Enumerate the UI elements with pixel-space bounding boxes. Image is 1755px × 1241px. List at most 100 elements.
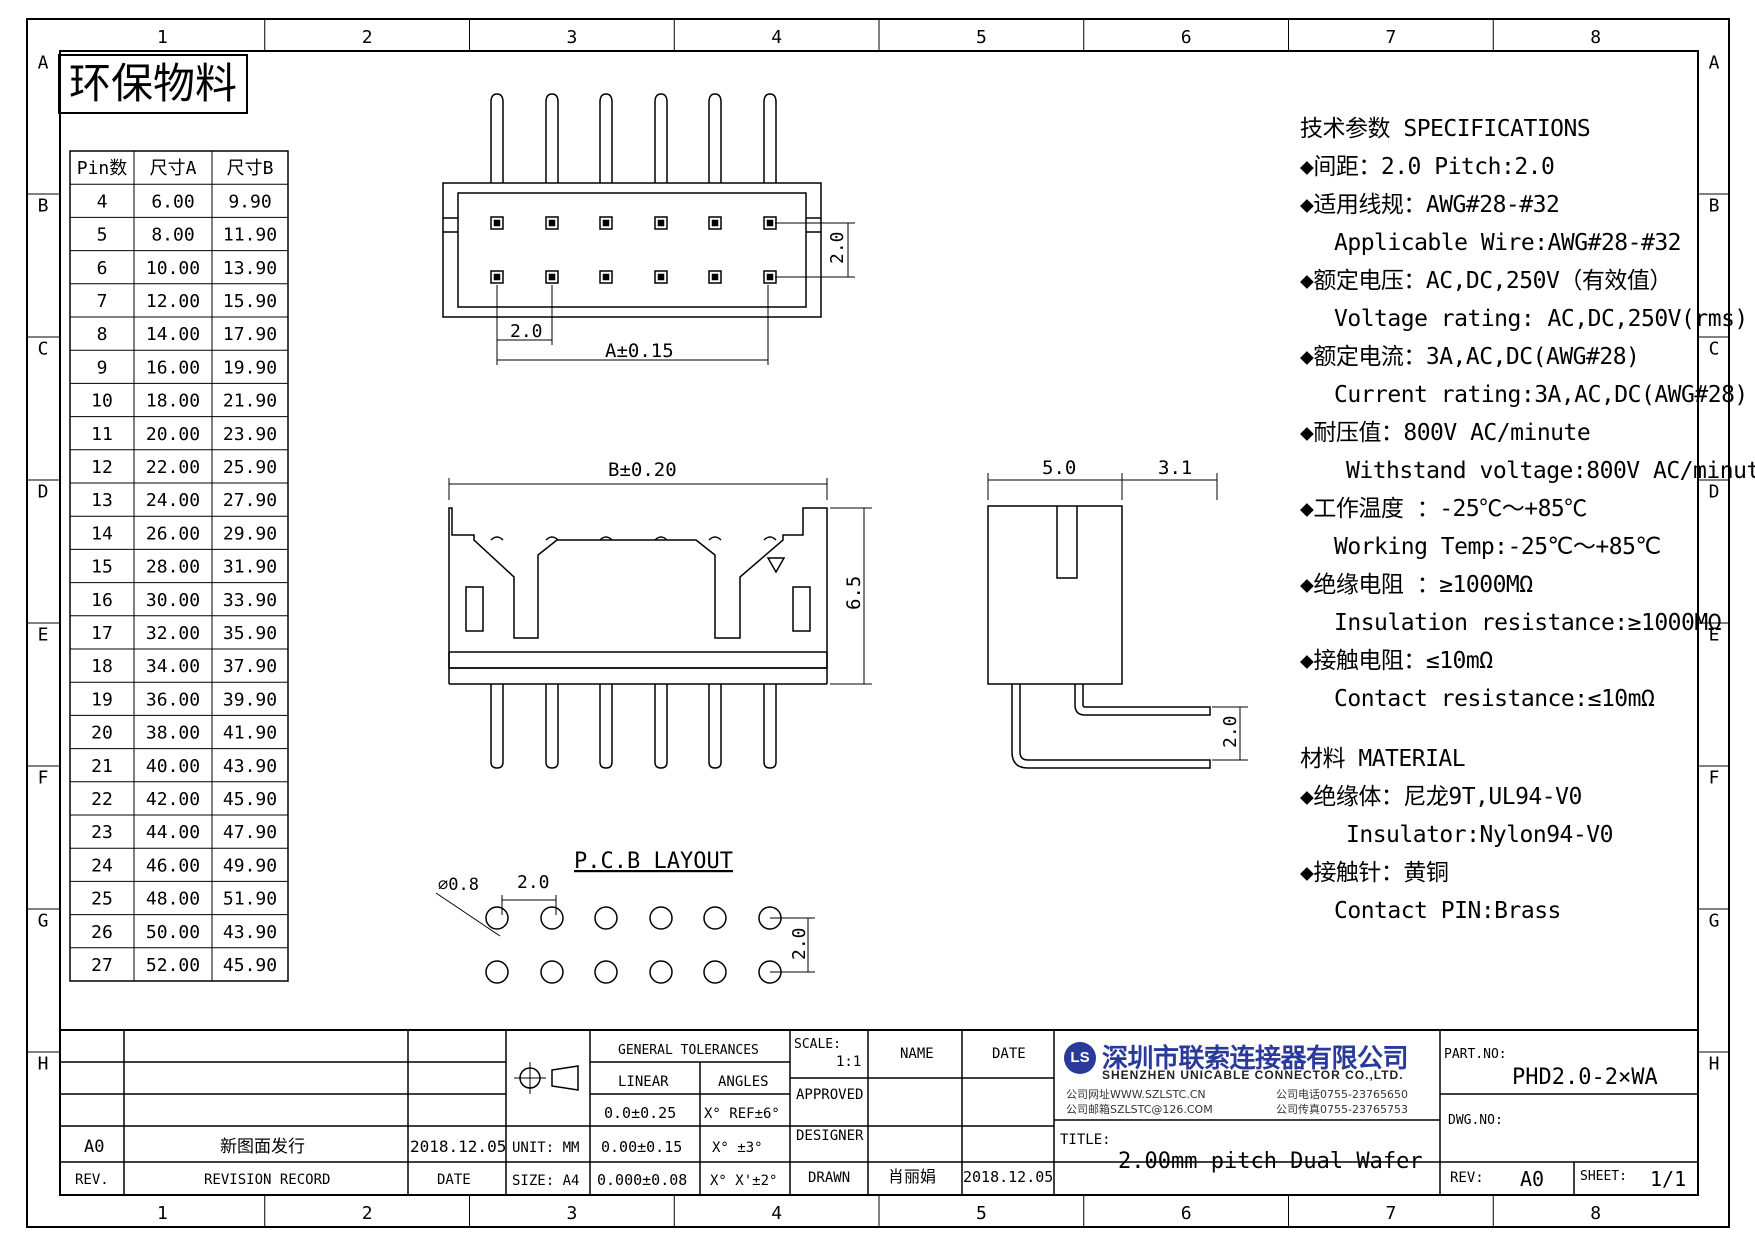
zone-row-label: H: [1709, 1054, 1720, 1075]
pin-table-cell: 18.00: [146, 391, 200, 412]
b-tolerance-dim: B±0.20: [608, 459, 677, 481]
front-view: [448, 478, 872, 769]
pin-table-cell: 36.00: [146, 689, 200, 710]
pin-table-cell: 23.90: [223, 424, 277, 445]
pin-table-cell: 18: [91, 656, 113, 677]
pin-table-cell: 15: [91, 557, 113, 578]
pin-table-cell: 37.90: [223, 656, 277, 677]
pin-table-cell: 26: [91, 922, 113, 943]
zone-col-label: 2: [362, 1203, 373, 1224]
company-email: 公司邮箱SZLSTC@126.COM: [1066, 1103, 1213, 1116]
height-dim: 6.5: [843, 576, 865, 610]
pin-table-cell: 10.00: [146, 258, 200, 279]
contact-square-core: [766, 219, 774, 227]
zone-row-label: B: [1709, 196, 1720, 217]
pin-table-cell: 22: [91, 789, 113, 810]
pin-table-cell: 21.90: [223, 391, 277, 412]
contact-square-core: [548, 219, 556, 227]
pin-table-cell: 49.90: [223, 855, 277, 876]
pin-table-border: [69, 150, 289, 982]
drawn-name: 肖丽娟: [888, 1167, 936, 1186]
front-pin-cap: [654, 536, 668, 541]
contact-square-core: [602, 273, 610, 281]
spec-line: Contact PIN:Brass: [1334, 898, 1561, 924]
top-pin: [708, 93, 722, 183]
contact-square: [490, 216, 504, 230]
company-logo-icon: LS: [1064, 1042, 1096, 1074]
zone-col-label: 5: [976, 1203, 987, 1224]
pin-table-cell: 45.90: [223, 789, 277, 810]
pcb-hole: [703, 906, 727, 930]
designer-label: DESIGNER: [796, 1128, 864, 1144]
zone-col-label: 3: [566, 1203, 577, 1224]
company-tel: 公司电话0755-23765650: [1276, 1088, 1408, 1101]
zone-row-label: E: [1709, 625, 1720, 646]
spec-line: Current rating:3A,AC,DC(AWG#28): [1334, 382, 1748, 408]
pin-table-cell: 47.90: [223, 822, 277, 843]
contact-square: [490, 270, 504, 284]
zone-row-label: C: [1709, 339, 1720, 360]
zone-col-label: 4: [771, 27, 782, 48]
linear-tol-3: 0.000±0.08: [597, 1171, 687, 1189]
pcb-hole: [594, 960, 618, 984]
contact-square-core: [602, 219, 610, 227]
company-logo-block: LS 深圳市联索连接器有限公司 SHENZHEN UNICABLE CONNEC…: [1062, 1038, 1442, 1118]
company-web: 公司网址WWW.SZLSTC.CN: [1066, 1088, 1206, 1101]
pin-table-cell: 42.00: [146, 789, 200, 810]
dwg-no-label: DWG.NO:: [1448, 1113, 1503, 1128]
front-pin-cap: [763, 536, 777, 541]
contact-square: [654, 270, 668, 284]
spec-line: ◆接触针：黄铜: [1300, 860, 1449, 886]
top-pin: [654, 93, 668, 183]
side-width2-dim: 3.1: [1158, 457, 1192, 479]
pin-table-cell: 11: [91, 424, 113, 445]
pin-table-cell: 41.90: [223, 723, 277, 744]
top-pin: [599, 93, 613, 183]
pin-table-cell: 25: [91, 889, 113, 910]
pin-table-cell: 39.90: [223, 689, 277, 710]
contact-square: [545, 270, 559, 284]
pin-table-cell: 9: [97, 357, 108, 378]
top-row-pitch-dim: 2.0: [827, 231, 848, 264]
spec-line: ◆适用线规：AWG#28-#32: [1300, 192, 1560, 218]
pin-table-cell: 11.90: [223, 225, 277, 246]
contact-square-core: [548, 273, 556, 281]
pin-table-cell: 21: [91, 756, 113, 777]
side-width1-dim: 5.0: [1042, 457, 1076, 479]
top-pitch-dim: 2.0: [510, 321, 543, 342]
zone-col-label: 4: [771, 1203, 782, 1224]
company-name-en: SHENZHEN UNICABLE CONNECTOR CO.,LTD.: [1102, 1068, 1404, 1082]
pcb-hole: [649, 906, 673, 930]
pin-table-cell: 8.00: [151, 225, 194, 246]
front-pin: [654, 684, 668, 769]
pin-table-cell: 17.90: [223, 324, 277, 345]
zone-row-label: F: [38, 768, 49, 789]
title-block: [60, 1029, 1698, 1195]
date-header: DATE: [437, 1172, 471, 1188]
pin-table-cell: 32.00: [146, 623, 200, 644]
linear-tol-2: 0.00±0.15: [601, 1138, 682, 1156]
pcb-hole: [649, 960, 673, 984]
sheet-number: 1/1: [1650, 1167, 1686, 1191]
rev-label-2: REV:: [1450, 1170, 1484, 1186]
pin-table-cell: 16.00: [146, 357, 200, 378]
drawn-date: 2018.12.05: [963, 1168, 1053, 1186]
scale-label: SCALE:: [794, 1037, 841, 1052]
contact-square: [708, 270, 722, 284]
pin-table-cell: 7: [97, 291, 108, 312]
spec-line: ◆额定电流：3A,AC,DC(AWG#28): [1300, 344, 1640, 370]
pin-table-cell: 22.00: [146, 457, 200, 478]
pcb-hole: [703, 960, 727, 984]
front-pin: [708, 684, 722, 769]
pin-table-cell: 20: [91, 723, 113, 744]
contact-square-core: [711, 273, 719, 281]
contact-square-core: [493, 273, 501, 281]
spec-line: Insulator:Nylon94-V0: [1346, 822, 1613, 848]
zone-col-label: 1: [157, 27, 168, 48]
pin-table-cell: 40.00: [146, 756, 200, 777]
angle-tol-1: X° REF±6°: [704, 1106, 780, 1122]
general-tolerances-label: GENERAL TOLERANCES: [618, 1043, 759, 1058]
spec-line: Voltage rating: AC,DC,250V(rms): [1334, 306, 1748, 332]
